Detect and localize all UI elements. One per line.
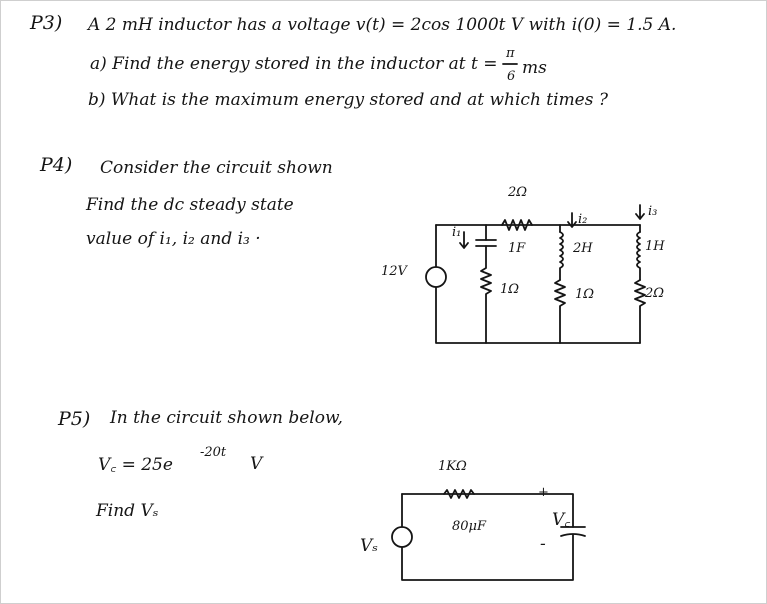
p5-vc-equation: V꜀ = 25e [98,455,173,475]
p4-i3-arrow [635,204,645,220]
p5-resistor-label: 1KΩ [438,459,467,474]
p3-part-a: a) Find the energy stored in the inducto… [90,54,498,74]
p4-l3-label: 1H [645,239,665,254]
p4-r-top-label: 2Ω [508,185,528,200]
p3-part-b: b) What is the maximum energy stored and… [88,90,608,110]
p4-i2-arrow [567,212,577,228]
p4-source-label: 12V [381,264,407,279]
p3-part-a-unit: ms [522,58,547,78]
p4-circuit [425,204,646,344]
p3-statement: A 2 mH inductor has a voltage v(t) = 2co… [88,15,677,35]
p5-source-label: Vₛ [360,536,379,556]
p5-find: Find Vₛ [96,501,159,521]
p4-i1-arrow [459,231,469,249]
p5-top-wire [401,493,574,528]
p4-line-3: value of i₁, i₂ and i₃ · [86,229,261,249]
p5-intro: In the circuit shown below, [110,408,343,428]
p5-loop-wire [401,493,574,581]
p4-l3 [636,231,641,281]
p5-vc-unit: V [250,454,263,474]
p5-number: P5) [58,408,91,430]
p4-i3-label: i₃ [648,204,658,219]
p4-r1-label: 1Ω [500,282,520,297]
p4-r3 [634,279,646,344]
p5-cap-minus: - [540,534,546,554]
p5-resistor [443,489,475,499]
p5-vc-label: V꜀ [552,510,571,530]
p5-cap-plus: + [538,485,549,500]
p5-circuit [391,489,586,581]
p4-r1 [480,245,492,344]
p4-bottom-wire [435,224,641,344]
p4-number: P4) [40,154,73,176]
p4-i1-label: i₁ [452,225,462,240]
p5-vc-exponent: -20t [200,445,227,460]
p5-cap-plate-bottom [560,533,586,537]
p5-voltage-source [391,526,413,548]
p4-r3-label: 2Ω [645,286,665,301]
p3-number: P3) [30,12,63,34]
p3-part-a-frac-num: π [506,46,515,61]
p4-c1-label: 1F [508,241,526,256]
p4-l2 [559,231,564,281]
p4-line-2: Find the dc steady state [86,195,294,215]
p4-r2 [554,279,566,344]
p4-line-1: Consider the circuit shown [100,158,333,178]
p4-r-top [501,219,533,231]
p4-r2-label: 1Ω [575,287,595,302]
p4-l2-label: 2H [573,241,593,256]
p3-part-a-frac-den: 6 [507,69,516,84]
p4-i2-label: i₂ [578,212,588,227]
p5-capacitor-label: 80μF [452,519,487,534]
p4-voltage-source [425,266,447,288]
